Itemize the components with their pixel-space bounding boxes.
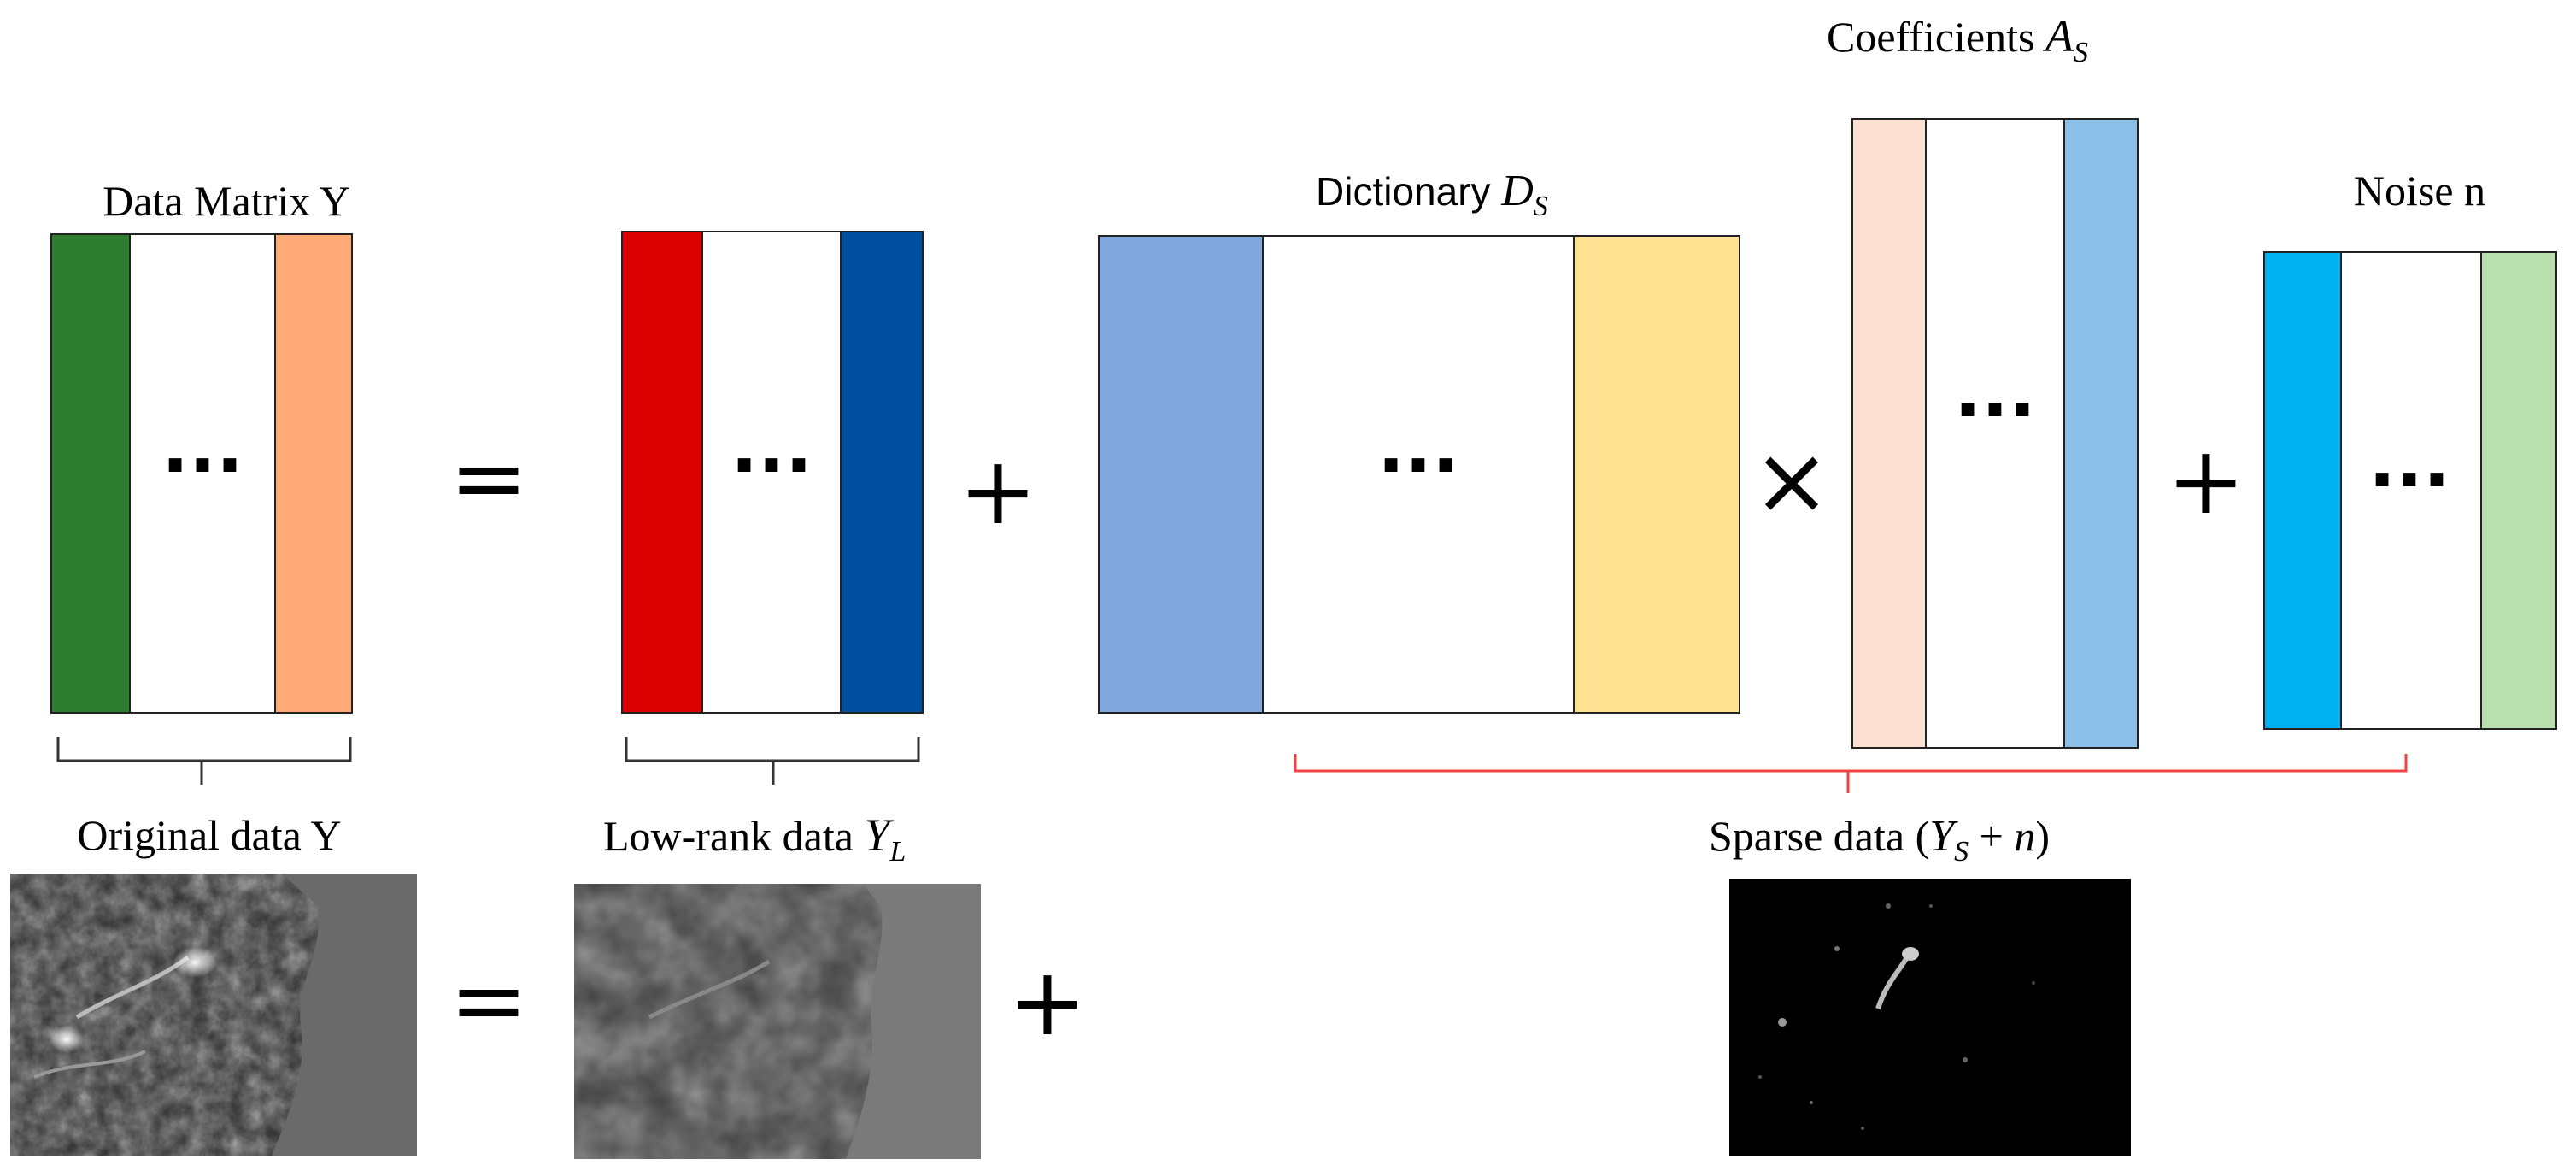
coefficients-first-column	[1851, 118, 1927, 749]
data-matrix-first-column	[50, 233, 131, 714]
low-rank-last-column	[840, 231, 924, 714]
low-rank-data-label: Low-rank data YL	[603, 809, 906, 868]
low-rank-matrix: ···	[621, 231, 924, 714]
coefficients-middle	[1925, 118, 2065, 749]
data-matrix-ellipsis: ···	[161, 423, 244, 507]
dictionary-last-column	[1573, 235, 1740, 714]
data-matrix-middle	[129, 233, 276, 714]
dictionary-matrix: ···	[1098, 235, 1740, 714]
coefficients-last-column	[2063, 118, 2139, 749]
dictionary-middle	[1262, 235, 1575, 714]
original-brace	[56, 737, 352, 785]
low-rank-brace	[625, 737, 920, 785]
equals-operator-bottom: =	[449, 945, 528, 1055]
noise-first-column	[2263, 251, 2342, 730]
sparse-data-image	[1729, 879, 2131, 1156]
noise-middle	[2340, 251, 2482, 730]
low-rank-data-image	[574, 884, 981, 1159]
low-rank-first-column	[621, 231, 703, 714]
coefficients-ellipsis: ···	[1954, 368, 2036, 451]
plus-operator-1: +	[959, 436, 1037, 545]
equals-operator-top: =	[449, 423, 528, 532]
noise-ellipsis: ···	[2368, 438, 2450, 521]
times-operator: ×	[1752, 426, 1831, 535]
coefficients-matrix: ···	[1851, 118, 2139, 749]
data-matrix-last-column	[274, 233, 353, 714]
dictionary-ellipsis: ···	[1377, 423, 1459, 507]
noise-matrix: ···	[2263, 251, 2557, 730]
low-rank-ellipsis: ···	[731, 423, 813, 507]
dictionary-label: Dictionary DS	[1316, 167, 1548, 222]
data-matrix-y: ···	[50, 233, 353, 714]
noise-last-column	[2480, 251, 2557, 730]
coefficients-label: Coefficients AS	[1827, 10, 2088, 68]
sparse-data-label: Sparse data (YS + n)	[1709, 812, 2050, 868]
low-rank-middle	[701, 231, 842, 714]
plus-operator-bottom: +	[1008, 947, 1087, 1056]
data-matrix-label: Data Matrix Y	[103, 177, 350, 225]
original-data-label: Original data Y	[77, 811, 341, 859]
plus-operator-2: +	[2167, 426, 2245, 535]
original-data-image	[10, 874, 417, 1156]
dictionary-first-column	[1098, 235, 1264, 714]
noise-label: Noise n	[2354, 167, 2485, 215]
sparse-brace	[1294, 754, 2408, 793]
